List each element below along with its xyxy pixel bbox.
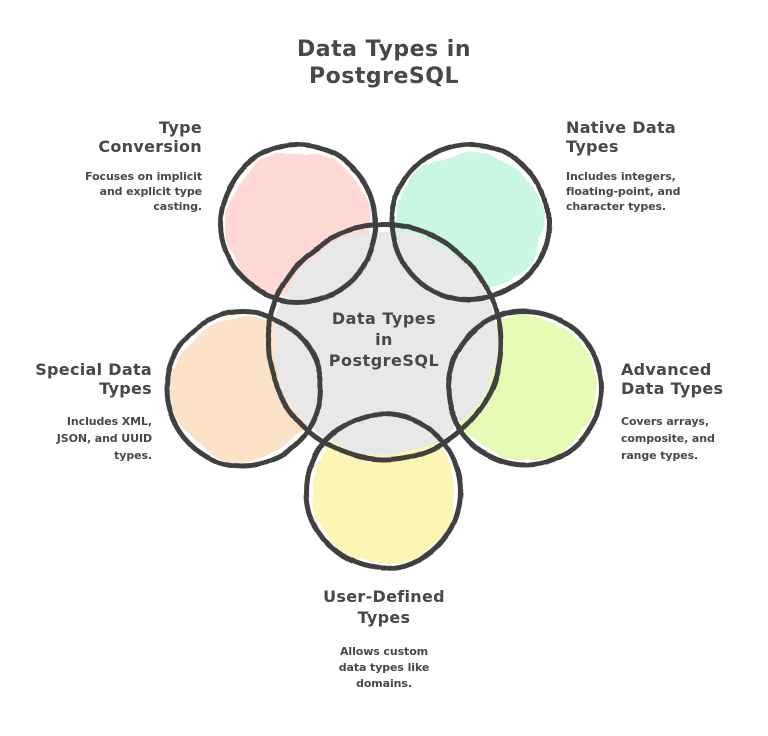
node-user-defined-types: User-Defined Types Allows custom data ty… [274, 586, 494, 692]
node-label-special-data-types: Special Data Types [35, 360, 152, 398]
diagram-title: Data Types in PostgreSQL [297, 37, 471, 89]
node-label-advanced-data-types: Advanced Data Types [621, 360, 724, 398]
node-special-data-types: Special Data Types Includes XML, JSON, a… [35, 360, 152, 464]
node-type-conversion: Type Conversion Focuses on implicit and … [85, 118, 202, 214]
petal-outline-advanced-data-types [445, 308, 605, 468]
node-label-type-conversion: Type Conversion [98, 118, 202, 156]
node-description-type-conversion: Focuses on implicit and explicit type ca… [85, 170, 202, 213]
node-advanced-data-types: Advanced Data Types Covers arrays, compo… [621, 360, 723, 464]
node-description-special-data-types: Includes XML, JSON, and UUID types. [56, 415, 152, 462]
petal-outline-user-defined-types [304, 411, 464, 571]
node-description-user-defined-types: Allows custom data types like domains. [338, 645, 430, 690]
petal-outline-type-conversion [217, 142, 379, 304]
center-circle-outline [264, 223, 504, 463]
center-label: Data Types in PostgreSQL [328, 309, 440, 370]
node-description-advanced-data-types: Covers arrays, composite, and range type… [621, 415, 715, 462]
petal-outline-special-data-types [164, 309, 324, 469]
node-description-native-data-types: Includes integers, floating-point, and c… [566, 170, 681, 213]
circle-outlines [164, 141, 605, 571]
node-label-native-data-types: Native Data Types [566, 118, 676, 156]
node-native-data-types: Native Data Types Includes integers, flo… [566, 118, 680, 214]
node-label-user-defined-types: User-Defined Types [323, 587, 445, 627]
petal-outline-native-data-types [389, 141, 551, 303]
center-circle-fill [272, 231, 496, 455]
